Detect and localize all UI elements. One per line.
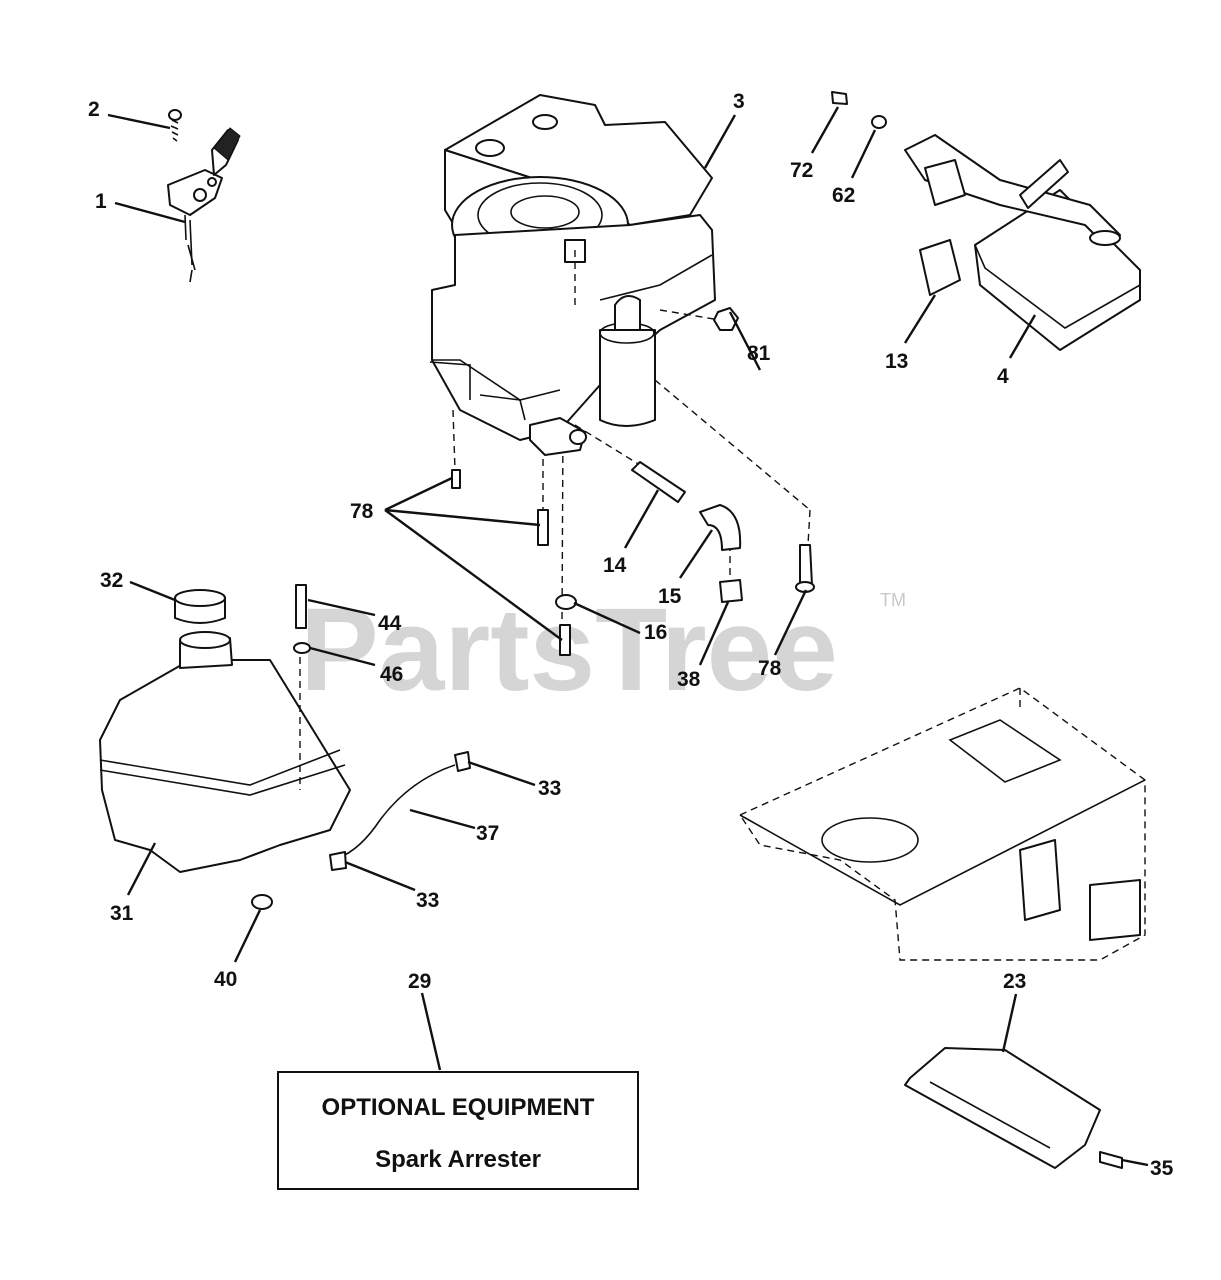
callout-2: 2 xyxy=(88,98,100,121)
fuel-cap-part xyxy=(174,589,226,624)
callout-40: 40 xyxy=(214,968,237,991)
callout-23: 23 xyxy=(1003,970,1026,993)
callout-38: 38 xyxy=(677,668,701,691)
callout-78: 78 xyxy=(350,500,374,523)
clamp-part-33b xyxy=(329,851,347,871)
muffler-part xyxy=(904,134,1141,351)
screw-part xyxy=(168,109,182,142)
elbow-part xyxy=(699,504,742,551)
callout-13: 13 xyxy=(885,350,908,373)
nut-part-16 xyxy=(555,594,577,610)
callout-1: 1 xyxy=(95,190,107,213)
fuel-tank-part xyxy=(99,631,351,873)
callout-4: 4 xyxy=(997,365,1009,388)
fuel-line-part xyxy=(337,764,456,859)
callout-16: 16 xyxy=(644,621,667,644)
chassis-plate-part xyxy=(738,687,1146,961)
optional-equipment-title: OPTIONAL EQUIPMENT xyxy=(322,1094,595,1121)
callout-81: 81 xyxy=(747,342,771,365)
flange-part xyxy=(924,159,966,206)
bolt-part xyxy=(451,469,815,656)
callout-29: 29 xyxy=(408,970,431,993)
callout-44: 44 xyxy=(378,612,402,635)
callout-32: 32 xyxy=(100,569,123,592)
optional-equipment-subtitle: Spark Arrester xyxy=(375,1146,541,1173)
callout-33: 33 xyxy=(538,777,561,800)
throttle-control-part xyxy=(167,127,241,283)
callout-31: 31 xyxy=(110,902,134,925)
callout-3: 3 xyxy=(733,90,745,113)
clamp-part-33a xyxy=(454,751,471,772)
callout-46: 46 xyxy=(380,663,403,686)
grommet-part-40 xyxy=(251,894,273,910)
callout-14: 14 xyxy=(603,554,627,577)
screw-part-44 xyxy=(295,584,307,629)
spark-arrester-shield-part xyxy=(904,1047,1101,1169)
callout-labels: 2 1 3 72 62 13 4 81 78 14 15 32 44 46 16… xyxy=(88,90,1174,1180)
callout-62: 62 xyxy=(832,184,855,207)
pipe-nipple-part xyxy=(631,461,686,503)
gasket-part xyxy=(919,239,961,296)
callout-72: 72 xyxy=(790,159,813,182)
washer-part-38 xyxy=(719,579,743,603)
washer-part-46 xyxy=(293,642,311,654)
lockwasher-part-62 xyxy=(871,115,887,129)
callout-37: 37 xyxy=(476,822,499,845)
screw-part-72 xyxy=(831,91,848,105)
callout-35: 35 xyxy=(1150,1157,1174,1180)
callout-78-b: 78 xyxy=(758,657,782,680)
callout-33-b: 33 xyxy=(416,889,439,912)
engine-part xyxy=(429,94,811,626)
optional-equipment-box: OPTIONAL EQUIPMENT Spark Arrester xyxy=(277,1071,639,1190)
screw-part-35 xyxy=(1099,1151,1123,1169)
watermark-tm: TM xyxy=(880,590,906,610)
callout-15: 15 xyxy=(658,585,682,608)
leader-lines xyxy=(107,106,1149,1167)
